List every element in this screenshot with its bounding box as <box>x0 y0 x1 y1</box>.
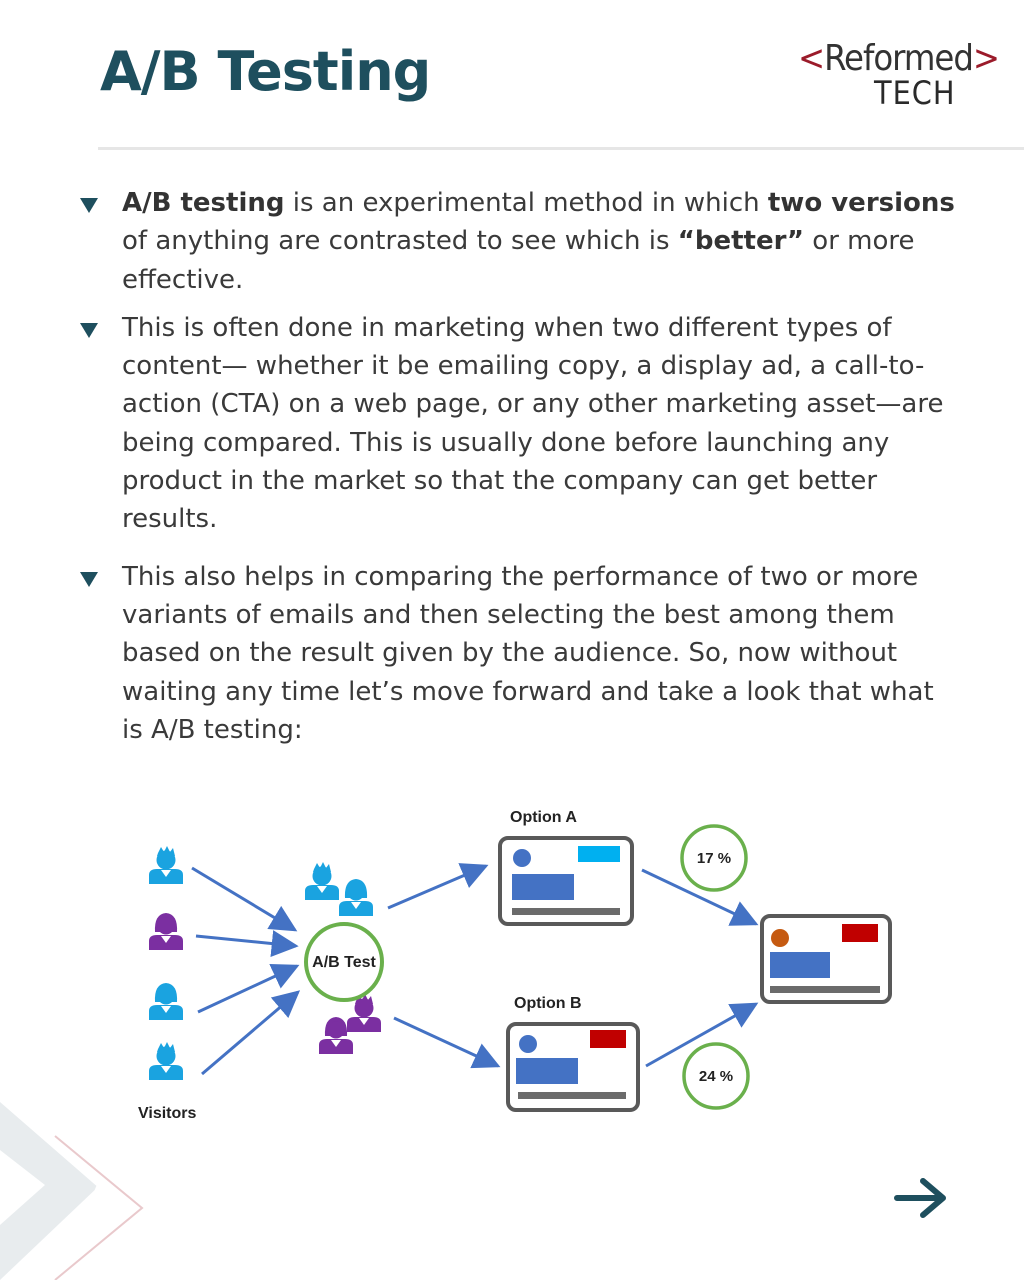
reformed-tech-logo: <Reformed> TECH <box>790 38 1000 118</box>
option-a-label: Option A <box>510 809 577 826</box>
bullet-list: A/B testing is an experimental method in… <box>80 184 960 749</box>
bullet-item-2: This is often done in marketing when two… <box>80 309 960 539</box>
page-title: A/B Testing <box>100 40 431 103</box>
triangle-bullet-icon <box>80 571 98 587</box>
visitor-arrows <box>191 866 301 1076</box>
corner-chevron-decoration <box>0 1095 144 1280</box>
header-divider <box>98 147 1024 150</box>
rate-b-label: 24 % <box>699 1068 733 1085</box>
logo-line-1: <Reformed> <box>798 38 1000 79</box>
visitor-person-icon <box>149 913 183 950</box>
visitors-label: Visitors <box>138 1105 197 1122</box>
result-arrows <box>641 868 759 1068</box>
bullet-item-1: A/B testing is an experimental method in… <box>80 184 960 299</box>
logo-line-2: TECH <box>874 74 956 112</box>
option-a-card <box>498 836 634 926</box>
ab-test-label: A/B Test <box>312 954 376 971</box>
bullet-item-3: This also helps in comparing the perform… <box>80 558 960 749</box>
triangle-bullet-icon <box>80 322 98 338</box>
ab-test-circle <box>304 922 384 1002</box>
visitor-person-icon <box>149 983 183 1020</box>
rate-a-circle <box>680 824 748 892</box>
next-arrow-icon[interactable] <box>893 1175 949 1221</box>
option-b-card <box>506 1022 640 1112</box>
option-b-label: Option B <box>514 995 582 1012</box>
rate-a-label: 17 % <box>697 850 731 867</box>
result-card <box>760 914 892 1004</box>
triangle-bullet-icon <box>80 198 98 213</box>
visitor-person-icon <box>149 846 183 884</box>
group-a-people-icon <box>305 862 373 916</box>
visitor-person-icon <box>149 1042 183 1080</box>
group-b-people-icon <box>319 994 381 1054</box>
ab-test-diagram: Visitors A/B Test Option A Option B <box>138 809 892 1122</box>
option-arrows <box>387 863 501 1069</box>
rate-b-circle <box>682 1042 750 1110</box>
